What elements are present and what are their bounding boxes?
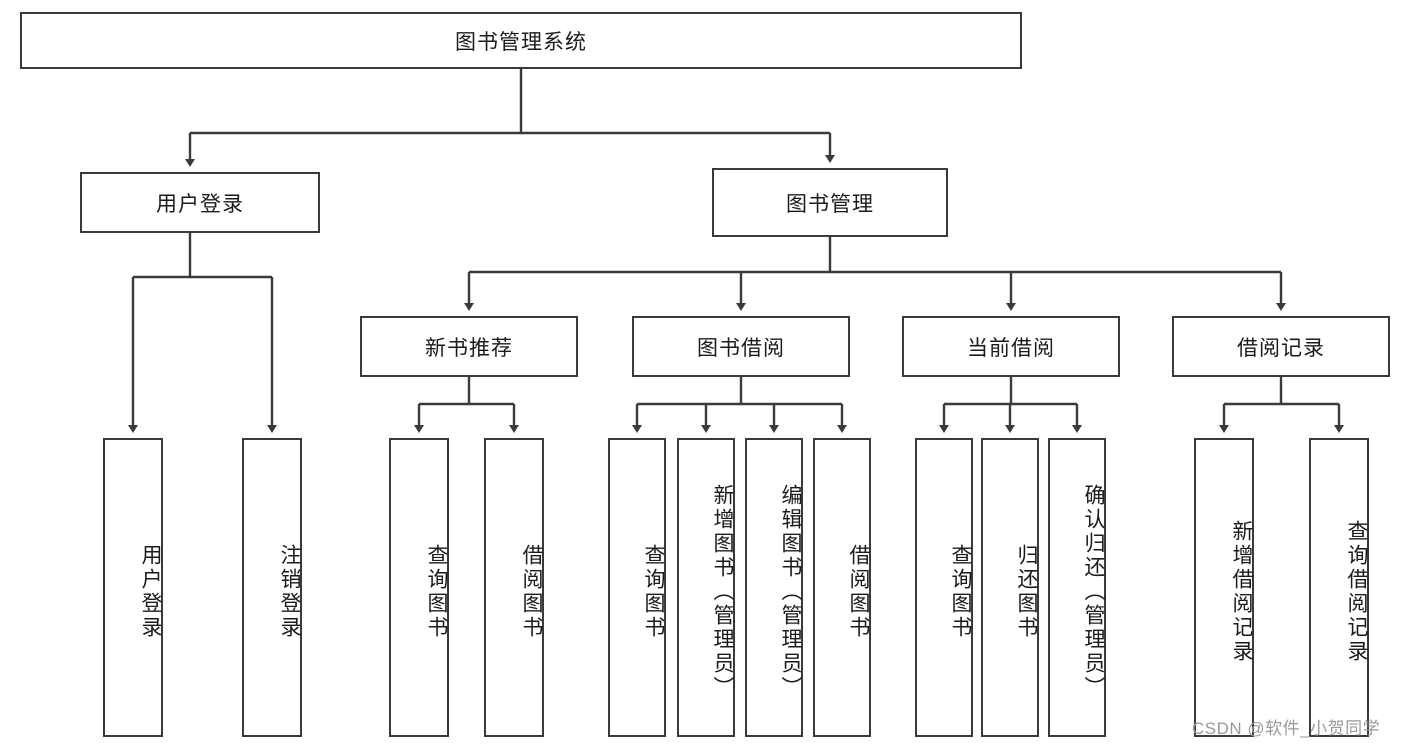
leaf-label: 注销登录 <box>278 543 301 640</box>
leaf-label: 用户登录 <box>139 543 162 640</box>
node-book-borrow[interactable]: 图书借阅 <box>632 316 850 377</box>
node-root[interactable]: 图书管理系统 <box>20 12 1022 69</box>
leaf-label: 新增图书（管理员） <box>711 483 734 700</box>
leaf-confirm-return-admin[interactable]: 确认归还（管理员） <box>1048 438 1106 737</box>
node-user-login[interactable]: 用户登录 <box>80 172 320 233</box>
leaf-label: 查询图书 <box>425 543 448 640</box>
leaf-label: 查询借阅记录 <box>1345 519 1368 664</box>
node-borrow-records[interactable]: 借阅记录 <box>1172 316 1390 377</box>
leaf-borrow-book[interactable]: 借阅图书 <box>813 438 871 737</box>
watermark: CSDN @软件_小贺同学 <box>1192 719 1381 738</box>
leaf-add-book-admin[interactable]: 新增图书（管理员） <box>677 438 735 737</box>
leaf-label: 新增借阅记录 <box>1230 519 1253 664</box>
leaf-logout[interactable]: 注销登录 <box>242 438 302 737</box>
leaf-label: 查询图书 <box>949 543 972 640</box>
leaf-label: 归还图书 <box>1015 543 1038 640</box>
leaf-query-book-borrow[interactable]: 查询图书 <box>608 438 666 737</box>
leaf-label: 查询图书 <box>642 543 665 640</box>
leaf-query-book-recommend[interactable]: 查询图书 <box>389 438 449 737</box>
node-new-book-recommend[interactable]: 新书推荐 <box>360 316 578 377</box>
node-current-borrow[interactable]: 当前借阅 <box>902 316 1120 377</box>
leaf-add-borrow-record[interactable]: 新增借阅记录 <box>1194 438 1254 737</box>
leaf-label: 编辑图书（管理员） <box>779 483 802 700</box>
leaf-query-book-current[interactable]: 查询图书 <box>915 438 973 737</box>
leaf-query-borrow-record[interactable]: 查询借阅记录 <box>1309 438 1369 737</box>
leaf-label: 确认归还（管理员） <box>1082 483 1105 700</box>
leaf-borrow-book-recommend[interactable]: 借阅图书 <box>484 438 544 737</box>
node-book-management[interactable]: 图书管理 <box>712 168 948 237</box>
leaf-user-login[interactable]: 用户登录 <box>103 438 163 737</box>
leaf-label: 借阅图书 <box>520 543 543 640</box>
leaf-return-book[interactable]: 归还图书 <box>981 438 1039 737</box>
leaf-edit-book-admin[interactable]: 编辑图书（管理员） <box>745 438 803 737</box>
leaf-label: 借阅图书 <box>847 543 870 640</box>
